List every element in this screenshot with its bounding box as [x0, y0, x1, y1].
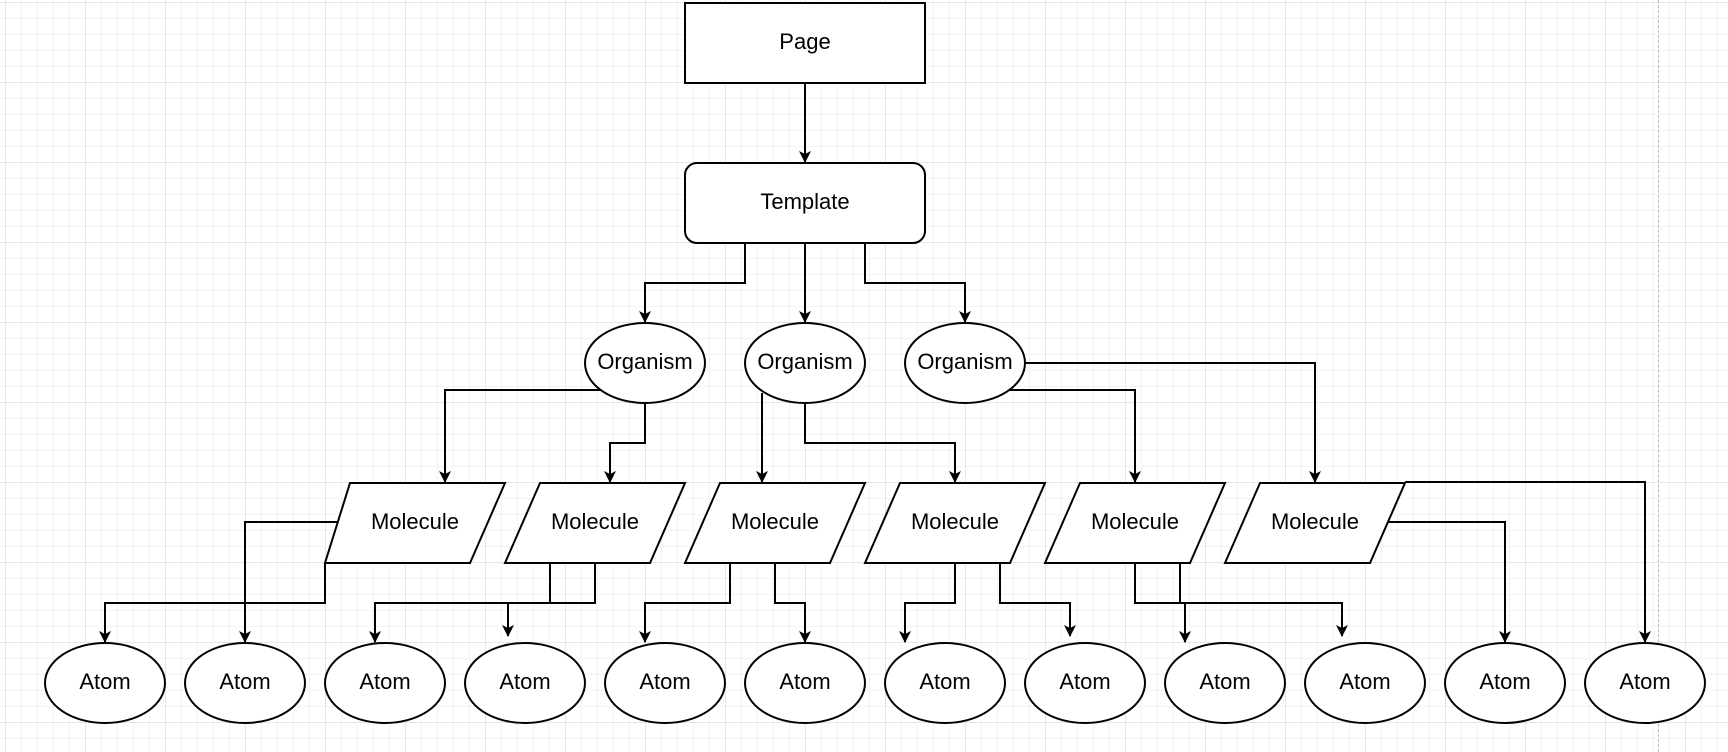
atom-label: Atom [919, 669, 970, 694]
atom-node[interactable]: Atom [184, 642, 306, 724]
atom-node[interactable]: Atom [44, 642, 166, 724]
atom-label: Atom [639, 669, 690, 694]
organism-node[interactable]: Organism [904, 322, 1026, 404]
atom-node[interactable]: Atom [1024, 642, 1146, 724]
atom-node[interactable]: Atom [1584, 642, 1706, 724]
molecule-node[interactable]: Molecule [683, 482, 867, 564]
atom-label: Atom [79, 669, 130, 694]
atom-label: Atom [1619, 669, 1670, 694]
edge-organism-2-molecule-4 [804, 403, 961, 483]
edge-template-organism-1 [639, 243, 746, 323]
molecule-label: Molecule [731, 509, 819, 534]
molecule-label: Molecule [1271, 509, 1359, 534]
connectors [99, 83, 1651, 643]
edge-organism-1-molecule-2 [604, 403, 646, 483]
template-label: Template [760, 189, 849, 214]
atom-node[interactable]: Atom [884, 642, 1006, 724]
atom-node[interactable]: Atom [1304, 642, 1426, 724]
atom-label: Atom [219, 669, 270, 694]
edge-organism-3-molecule-6 [1024, 362, 1321, 483]
page-node[interactable]: Page [684, 2, 926, 84]
atom-node[interactable]: Atom [604, 642, 726, 724]
atom-label: Atom [359, 669, 410, 694]
organism-node[interactable]: Organism [584, 322, 706, 404]
atom-label: Atom [779, 669, 830, 694]
atom-node[interactable]: Atom [324, 642, 446, 724]
edge-organism-1-molecule-1 [439, 389, 605, 483]
template-node[interactable]: Template [684, 162, 926, 244]
atom-node[interactable]: Atom [744, 642, 866, 724]
molecule-node[interactable]: Molecule [503, 482, 687, 564]
edge-molecule-5-atom-10 [1134, 563, 1348, 637]
atom-label: Atom [1339, 669, 1390, 694]
page-label: Page [779, 29, 830, 54]
molecule-node[interactable]: Molecule [1223, 482, 1407, 564]
edge-organism-3-molecule-5 [1005, 389, 1141, 483]
organism-node[interactable]: Organism [744, 322, 866, 404]
atom-label: Atom [1199, 669, 1250, 694]
organism-label: Organism [917, 349, 1012, 374]
atom-node[interactable]: Atom [1444, 642, 1566, 724]
molecule-label: Molecule [911, 509, 999, 534]
atom-label: Atom [1479, 669, 1530, 694]
molecule-label: Molecule [371, 509, 459, 534]
atom-node[interactable]: Atom [1164, 642, 1286, 724]
molecule-node[interactable]: Molecule [323, 482, 507, 564]
atom-node[interactable]: Atom [464, 642, 586, 724]
molecule-label: Molecule [1091, 509, 1179, 534]
molecule-node[interactable]: Molecule [1043, 482, 1227, 564]
edge-molecule-3-atom-6 [774, 563, 811, 643]
organism-label: Organism [757, 349, 852, 374]
edge-molecule-6-atom-11 [1385, 521, 1511, 643]
molecule-node[interactable]: Molecule [863, 482, 1047, 564]
edge-molecule-2-atom-4 [502, 563, 596, 637]
atom-label: Atom [499, 669, 550, 694]
edge-molecule-1-atom-1 [99, 563, 326, 643]
edge-molecule-4-atom-7 [899, 563, 956, 643]
atom-label: Atom [1059, 669, 1110, 694]
edge-molecule-6-atom-12 [1405, 481, 1651, 643]
molecule-label: Molecule [551, 509, 639, 534]
edge-molecule-3-atom-5 [639, 563, 731, 643]
edge-molecule-2-atom-3 [369, 563, 551, 643]
page-boundary-line [1658, 0, 1659, 752]
edge-template-organism-3 [864, 243, 971, 323]
edge-molecule-1-atom-2 [239, 521, 345, 643]
edge-molecule-4-atom-8 [999, 563, 1076, 637]
organism-label: Organism [597, 349, 692, 374]
